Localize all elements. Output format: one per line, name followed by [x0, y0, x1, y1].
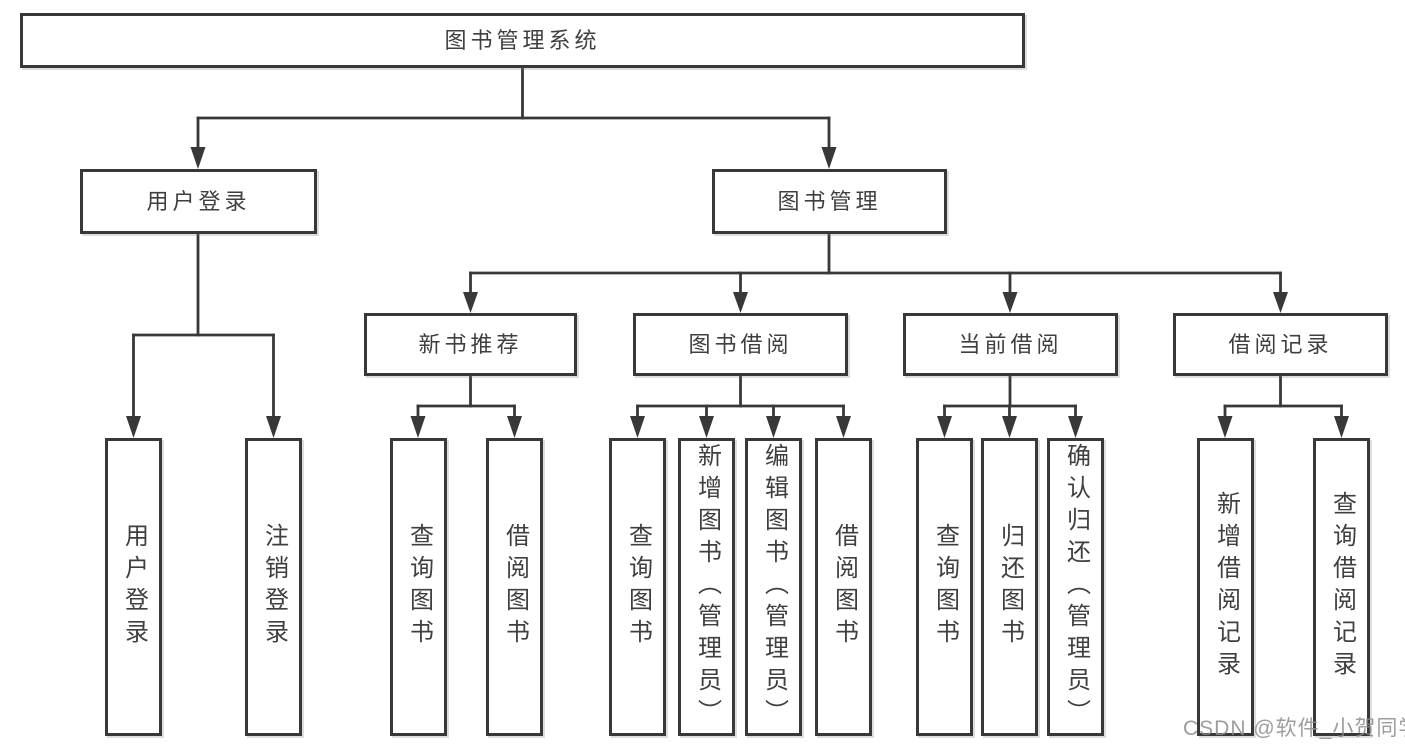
node-book-management-branch: 图书管理 [712, 169, 947, 234]
leaf-cb-confirm-return-admin: 确认归还（管理员） [1047, 438, 1104, 736]
node-root: 图书管理系统 [20, 13, 1025, 68]
leaf-nbr-query-books: 查询图书 [390, 438, 447, 736]
node-borrowing-records: 借阅记录 [1173, 313, 1388, 376]
leaf-cb-query-books: 查询图书 [916, 438, 973, 736]
node-current-borrowing: 当前借阅 [903, 313, 1118, 376]
leaf-bb-borrow-books: 借阅图书 [815, 438, 872, 736]
leaf-br-query-record: 查询借阅记录 [1313, 438, 1370, 736]
leaf-cb-return-books: 归还图书 [981, 438, 1038, 736]
node-user-login-branch: 用户登录 [80, 169, 317, 234]
leaf-br-add-record: 新增借阅记录 [1197, 438, 1254, 736]
leaf-bb-query-books: 查询图书 [609, 438, 666, 736]
leaf-bb-edit-books-admin: 编辑图书（管理员） [745, 438, 802, 736]
leaf-nbr-borrow-books: 借阅图书 [486, 438, 543, 736]
csdn-watermark: CSDN @软件_小贺同学 [1183, 717, 1405, 740]
leaf-bb-add-books-admin: 新增图书（管理员） [678, 438, 735, 736]
node-new-book-recommendation: 新书推荐 [364, 313, 577, 376]
leaf-logout: 注销登录 [245, 438, 302, 736]
node-book-borrowing: 图书借阅 [633, 313, 848, 376]
leaf-user-login: 用户登录 [105, 438, 162, 736]
